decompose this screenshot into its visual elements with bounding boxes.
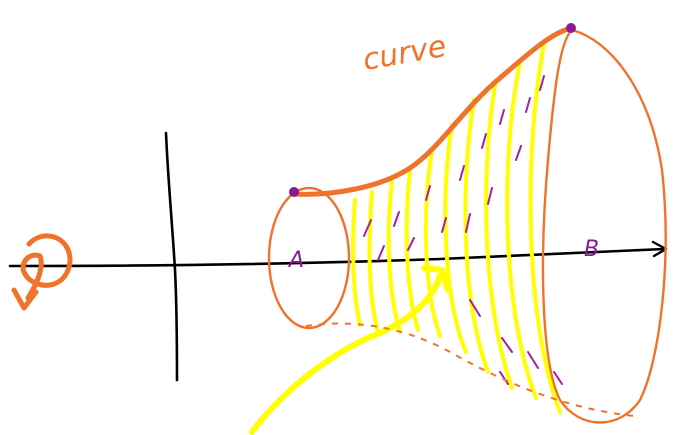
- y-axis: [164, 131, 179, 382]
- surface-bottom-dashed: [305, 322, 635, 417]
- curve-end-point: [566, 23, 576, 33]
- surface-shading: [351, 42, 562, 414]
- rotation-arrowhead-icon: [11, 287, 39, 311]
- rotation-arrow-icon: [20, 233, 73, 301]
- pointer-arrow: [249, 273, 443, 435]
- generating-curve: [291, 25, 575, 197]
- circle-a: [267, 186, 351, 330]
- label-curve: curve: [360, 29, 449, 78]
- curve-start-point: [289, 187, 299, 197]
- circle-b: [541, 28, 667, 424]
- pointer-arrowhead: [421, 265, 451, 293]
- label-b: B: [584, 237, 599, 262]
- surface-hatching: [363, 75, 563, 385]
- x-axis: [8, 247, 666, 268]
- label-a: A: [287, 248, 304, 273]
